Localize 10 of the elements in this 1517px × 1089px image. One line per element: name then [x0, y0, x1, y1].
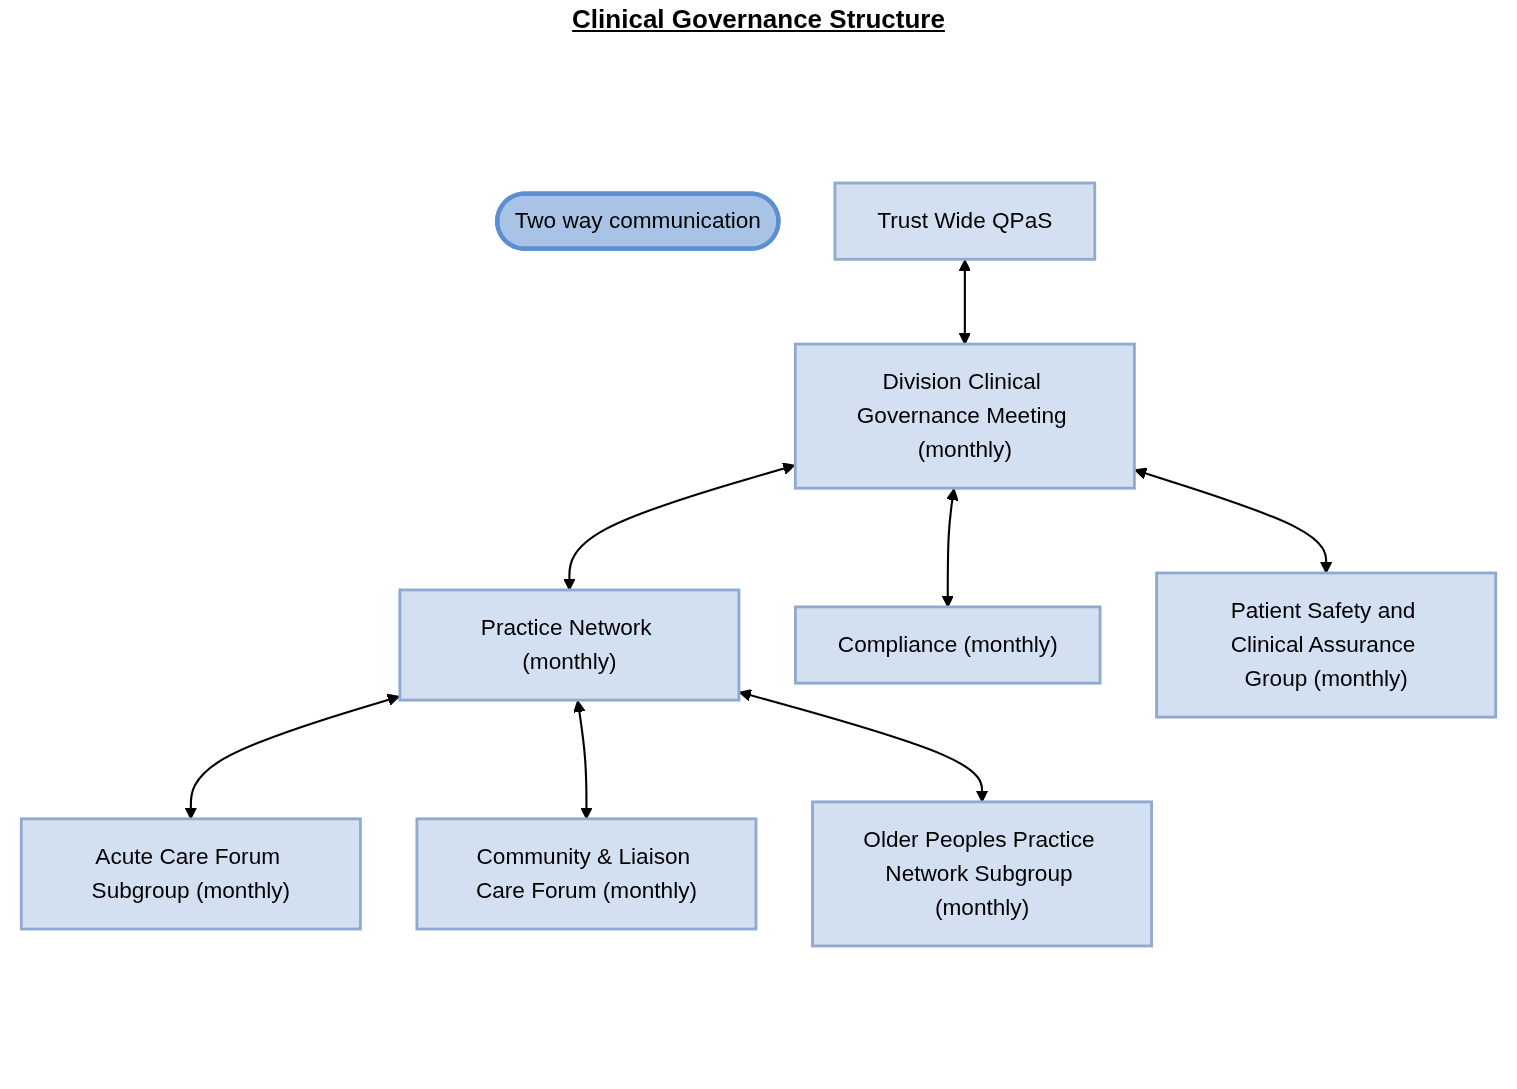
title: Clinical Governance Structure: [571, 4, 946, 35]
node-box: Community & Liaison Care Forum (monthly): [415, 817, 758, 931]
node-box: Patient Safety and Clinical Assurance Group (monthly): [1155, 571, 1498, 719]
node-box: Practice Network (monthly): [398, 588, 741, 702]
node-box: Older Peoples Practice Network Subgroup (monthly): [811, 800, 1154, 948]
node-box: Compliance (monthly): [794, 605, 1102, 685]
arrow: [958, 259, 972, 345]
node-box: Division Clinical Governance Meeting (monthly): [793, 342, 1136, 490]
node-box: Acute Care Forum Subgroup (monthly): [19, 817, 362, 931]
node-box: Trust Wide QPaS: [833, 181, 1097, 261]
